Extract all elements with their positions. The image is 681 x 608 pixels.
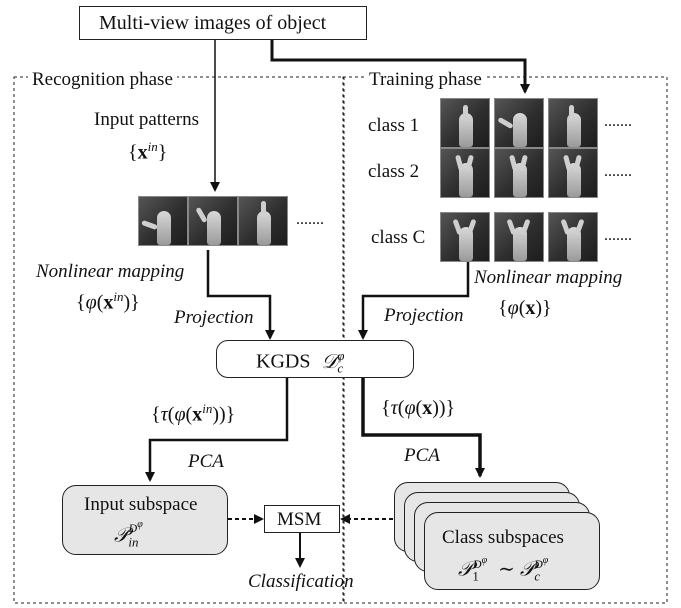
tau-formula: {τ(φ(x))} — [381, 397, 456, 419]
top-box — [79, 6, 367, 40]
pca-recog: PCA — [188, 451, 224, 472]
recognition-region — [13, 76, 345, 604]
class-subspaces-symbol: 𝒫1Dφ ∼ 𝒫cDφ — [458, 555, 549, 584]
arrow-pca-train — [361, 378, 485, 478]
class-subspaces-label: Class subspaces — [442, 527, 564, 548]
msm-label: MSM — [277, 509, 322, 530]
class-1-label: class 1 — [368, 115, 420, 136]
classc-ellipsis: ....... — [604, 227, 632, 244]
input-image-3 — [238, 196, 288, 246]
input-subspace-box — [62, 485, 228, 555]
class-c-label: class C — [371, 227, 426, 248]
class-2-label: class 2 — [368, 161, 420, 182]
class2-image-2 — [494, 148, 544, 198]
classc-image-1 — [440, 212, 490, 262]
input-subspace-symbol: 𝒫inDφ — [114, 519, 143, 550]
class1-ellipsis: ....... — [604, 113, 632, 130]
class2-ellipsis: ....... — [604, 163, 632, 180]
recognition-title: Recognition phase — [28, 70, 177, 89]
kgds-label: KGDS 𝒟cφ — [256, 348, 345, 376]
kgds-text: KGDS — [256, 350, 311, 373]
classc-image-2 — [494, 212, 544, 262]
input-set-formula: {xin} — [128, 139, 168, 164]
class1-image-1 — [440, 98, 490, 148]
arrow-pca-recog — [145, 378, 289, 482]
phi-formula: {φ(x)} — [498, 297, 552, 319]
training-title: Training phase — [365, 70, 486, 89]
tau-in-formula: {τ(φ(xin))} — [151, 401, 236, 426]
phi-in-formula: {φ(xin)} — [76, 289, 140, 314]
nonlinear-mapping-recog: Nonlinear mapping — [36, 261, 185, 282]
class1-image-3 — [548, 98, 598, 148]
input-subspace-label: Input subspace — [84, 494, 198, 515]
kgds-box — [216, 340, 414, 378]
top-box-label: Multi-view images of object — [99, 12, 327, 34]
class-subspace-card-4 — [424, 512, 600, 590]
nonlinear-mapping-train: Nonlinear mapping — [474, 267, 623, 288]
pca-train: PCA — [404, 445, 440, 466]
class2-image-3 — [548, 148, 598, 198]
classc-image-3 — [548, 212, 598, 262]
msm-box — [264, 505, 340, 533]
input-image-1 — [138, 196, 188, 246]
classification-label: Classification — [248, 571, 354, 592]
arrow-projection-train — [358, 262, 470, 340]
arrow-projection-recog — [206, 250, 275, 340]
input-ellipsis: ....... — [296, 211, 324, 228]
class1-image-2 — [494, 98, 544, 148]
arrow-top-to-training — [270, 40, 530, 94]
projection-recog: Projection — [174, 307, 254, 328]
class2-image-1 — [440, 148, 490, 198]
input-patterns-label: Input patterns — [94, 109, 200, 130]
input-image-2 — [188, 196, 238, 246]
projection-train: Projection — [384, 305, 464, 326]
